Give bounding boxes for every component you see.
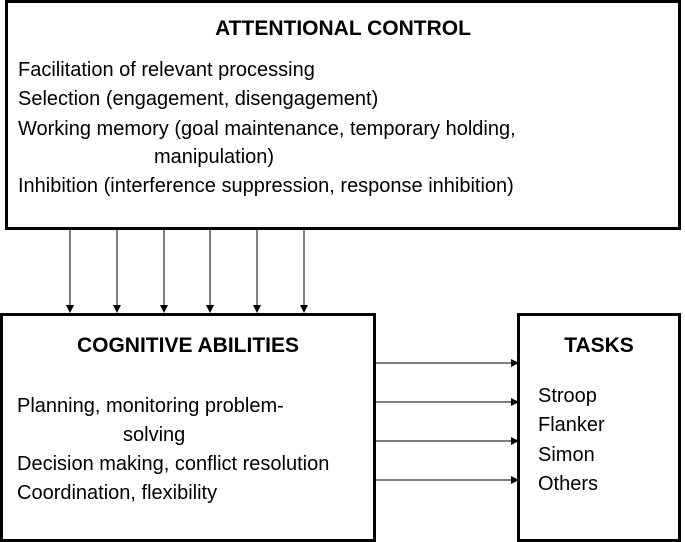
cognitive-abilities-title: COGNITIVE ABILITIES xyxy=(76,334,300,357)
cognitive-abilities-box: COGNITIVE ABILITIES Planning, monitoring… xyxy=(0,313,376,542)
tasks-title: TASKS xyxy=(564,334,634,357)
task-item-flanker: Flanker xyxy=(538,414,605,436)
task-item-others: Others xyxy=(538,473,599,495)
ac-line-inhibition: Inhibition (interference suppression, re… xyxy=(18,175,514,197)
task-item-simon: Simon xyxy=(538,444,595,466)
attentional-control-box: ATTENTIONAL CONTROL Facilitation of rele… xyxy=(5,0,681,230)
ca-line-planning: Planning, monitoring problem- xyxy=(17,395,284,417)
task-item-stroop: Stroop xyxy=(538,385,597,407)
ca-line-coordination: Coordination, flexibility xyxy=(17,482,218,504)
ac-line-selection: Selection (engagement, disengagement) xyxy=(18,88,379,110)
ac-line-manipulation: manipulation) xyxy=(154,146,275,168)
tasks-box: TASKS Stroop Flanker Simon Others xyxy=(517,313,681,542)
ca-line-decision: Decision making, conflict resolution xyxy=(17,453,330,475)
ca-line-solving: solving xyxy=(123,424,186,446)
ac-line-facilitation: Facilitation of relevant processing xyxy=(18,59,315,81)
ac-line-working-memory: Working memory (goal maintenance, tempor… xyxy=(18,118,516,140)
attentional-control-title: ATTENTIONAL CONTROL xyxy=(215,17,471,40)
